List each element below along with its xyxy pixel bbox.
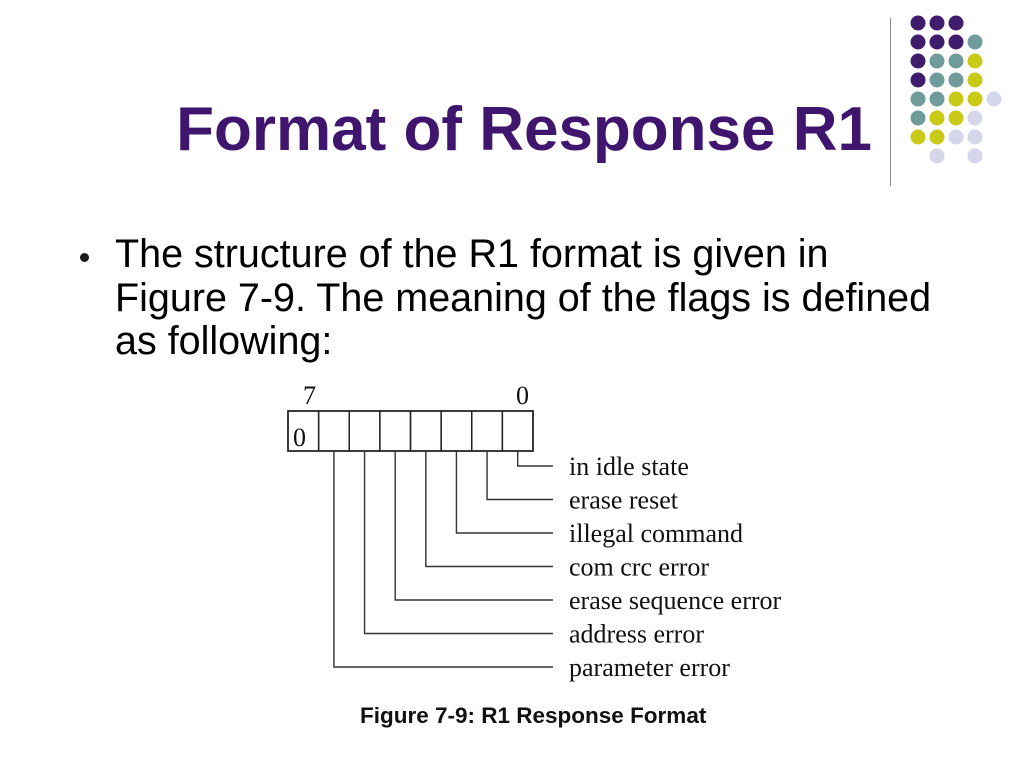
title-divider: [890, 18, 891, 186]
decor-dot: [929, 129, 945, 145]
flag-label: parameter error: [569, 653, 730, 682]
decor-dot: [910, 15, 926, 31]
bullet-text: The structure of the R1 format is given …: [115, 232, 932, 363]
slide-title: Format of Response R1: [176, 95, 872, 164]
decor-dot: [967, 34, 983, 50]
decor-dot: [948, 15, 964, 31]
figure-caption: Figure 7-9: R1 Response Format: [360, 703, 707, 728]
decor-dot: [929, 148, 945, 164]
leader-line: [333, 451, 553, 668]
r1-format-figure: 7 0 Figure 7-9: R1 Response Format 0 in i…: [287, 381, 782, 728]
leader-line: [486, 451, 553, 501]
decor-dot: [967, 110, 983, 126]
bullet-marker-icon: [80, 253, 89, 262]
flag-label: address error: [569, 620, 704, 649]
decor-dot: [967, 72, 983, 88]
msb-bit-label: 7: [303, 381, 316, 410]
decor-dot: [948, 72, 964, 88]
leader-line: [363, 451, 553, 635]
flag-label: erase reset: [569, 486, 679, 515]
flag-label: illegal command: [569, 519, 743, 548]
decor-dot: [948, 53, 964, 69]
leader-line: [455, 451, 553, 534]
leader-line: [516, 451, 553, 467]
lsb-bit-label: 0: [516, 381, 529, 410]
decor-dot: [910, 72, 926, 88]
decor-dot: [948, 129, 964, 145]
decor-dot: [948, 110, 964, 126]
decor-dot: [910, 53, 926, 69]
flag-label: com crc error: [569, 553, 709, 582]
decor-dot: [910, 34, 926, 50]
decor-dot: [967, 148, 983, 164]
decor-dot: [967, 53, 983, 69]
decor-dot: [929, 72, 945, 88]
decor-dot: [929, 110, 945, 126]
decor-dot: [967, 91, 983, 107]
decor-dot: [910, 91, 926, 107]
decor-dot: [967, 129, 983, 145]
decor-dot: [929, 15, 945, 31]
decor-dot: [948, 91, 964, 107]
flag-label: erase sequence error: [569, 586, 782, 615]
decor-dot: [986, 91, 1002, 107]
decor-dot-grid: [910, 15, 1002, 164]
flag-label: in idle state: [569, 452, 689, 481]
decor-dot: [948, 34, 964, 50]
leader-line: [425, 451, 553, 568]
decor-dot: [929, 34, 945, 50]
decor-dot: [929, 91, 945, 107]
decor-dot: [929, 53, 945, 69]
decor-dot: [910, 110, 926, 126]
leader-line: [394, 451, 553, 601]
register-cell-value: 0: [293, 423, 306, 452]
decor-dot: [910, 129, 926, 145]
